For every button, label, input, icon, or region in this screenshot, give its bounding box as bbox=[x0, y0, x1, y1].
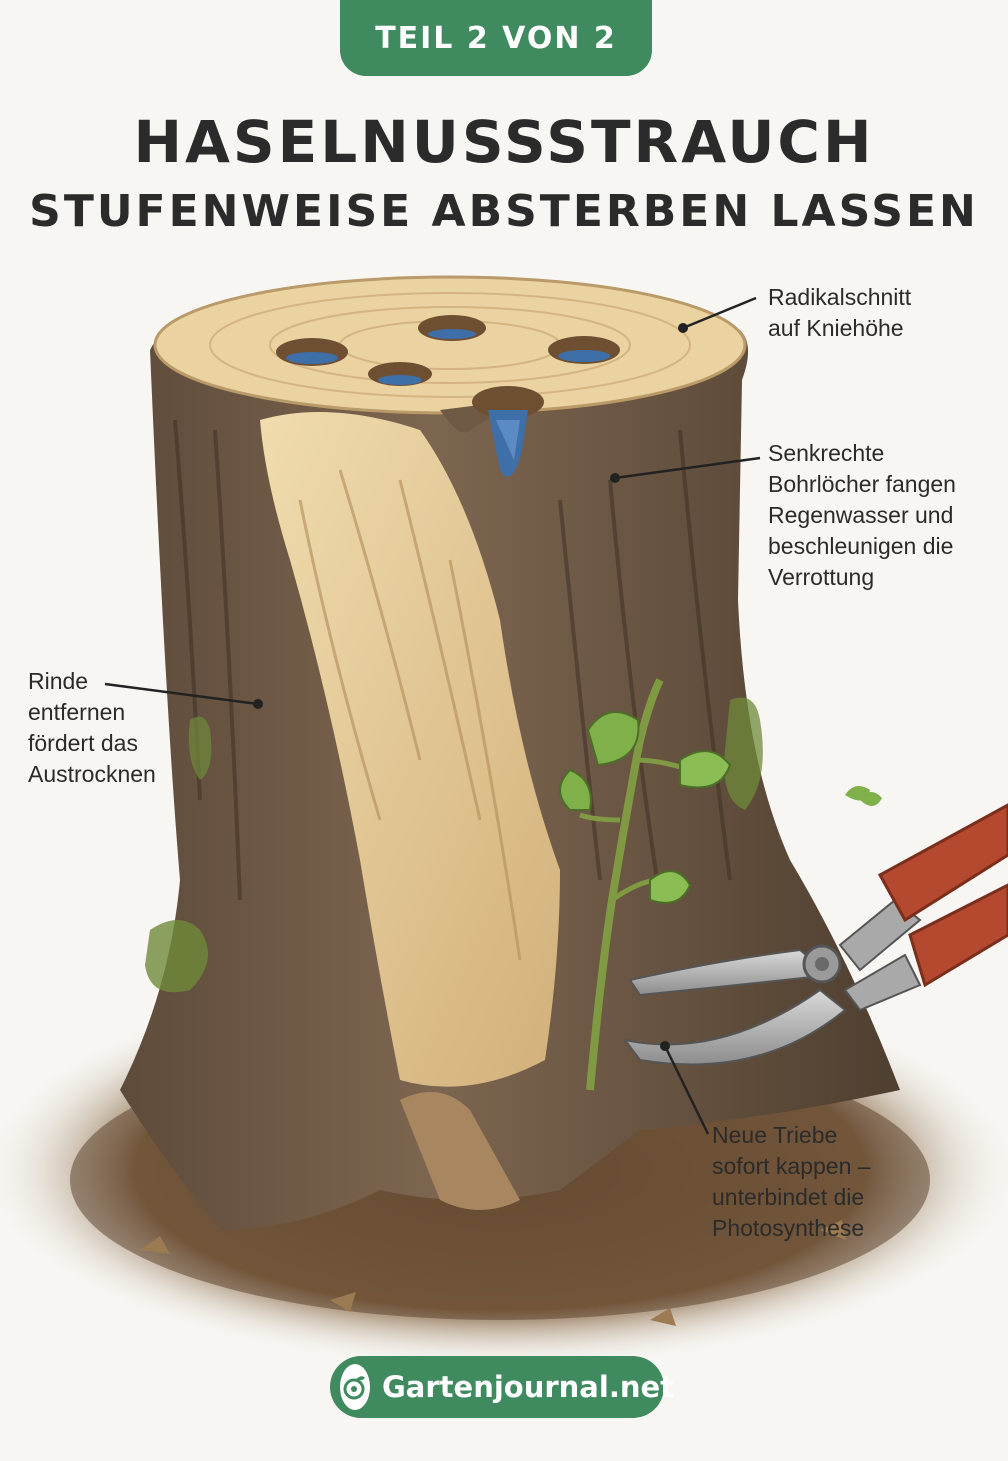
annotation-line: beschleunigen die bbox=[768, 533, 954, 559]
page-title: HASELNUSSSTRAUCH bbox=[133, 108, 875, 176]
drill-hole bbox=[418, 315, 486, 341]
annotation-line: sofort kappen – bbox=[712, 1153, 871, 1179]
footer-site-name: Gartenjournal.net bbox=[382, 1370, 675, 1404]
annotation-leader-lines bbox=[104, 296, 761, 1135]
annotation-line: Regenwasser und bbox=[768, 502, 954, 528]
annotation-line: Photosynthese bbox=[712, 1215, 865, 1241]
annotation-line: Bohrlöcher fangen bbox=[768, 471, 956, 497]
drill-holes bbox=[276, 315, 620, 477]
footer-brand-link[interactable]: Gartenjournal.net bbox=[330, 1356, 674, 1418]
annotation-shoots: Neue Triebe sofort kappen – unterbindet … bbox=[712, 1120, 871, 1244]
snail-leaf-icon bbox=[340, 1364, 370, 1410]
annotation-line: unterbindet die bbox=[712, 1184, 865, 1210]
annotation-holes: Senkrechte Bohrlöcher fangen Regenwasser… bbox=[768, 438, 956, 593]
annotation-cut: Radikalschnitt auf Kniehöhe bbox=[768, 282, 911, 344]
annotation-bark: Rinde entfernen fördert das Austrocknen bbox=[28, 666, 156, 790]
drill-hole bbox=[368, 362, 432, 386]
stump-trunk bbox=[120, 330, 900, 1230]
drill-hole bbox=[276, 338, 348, 366]
drill-hole-cutaway bbox=[472, 386, 544, 477]
drill-hole bbox=[548, 336, 620, 364]
stump-cut-surface bbox=[153, 275, 747, 433]
annotation-line: fördert das bbox=[28, 730, 138, 756]
annotation-line: Verrottung bbox=[768, 564, 875, 590]
new-shoot-sapling bbox=[559, 678, 882, 1091]
part-badge: TEIL 2 VON 2 bbox=[340, 0, 652, 76]
pruning-shears bbox=[622, 803, 1008, 1066]
annotation-line: Senkrechte bbox=[768, 440, 885, 466]
page-subtitle: STUFENWEISE ABSTERBEN LASSEN bbox=[29, 186, 979, 237]
annotation-line: Neue Triebe bbox=[712, 1122, 838, 1148]
annotation-line: auf Kniehöhe bbox=[768, 315, 904, 341]
annotation-line: Austrocknen bbox=[28, 761, 156, 787]
annotation-line: Radikalschnitt bbox=[768, 284, 912, 310]
part-badge-text: TEIL 2 VON 2 bbox=[375, 20, 617, 56]
annotation-line: entfernen bbox=[28, 699, 126, 725]
annotation-line: Rinde bbox=[28, 668, 89, 694]
